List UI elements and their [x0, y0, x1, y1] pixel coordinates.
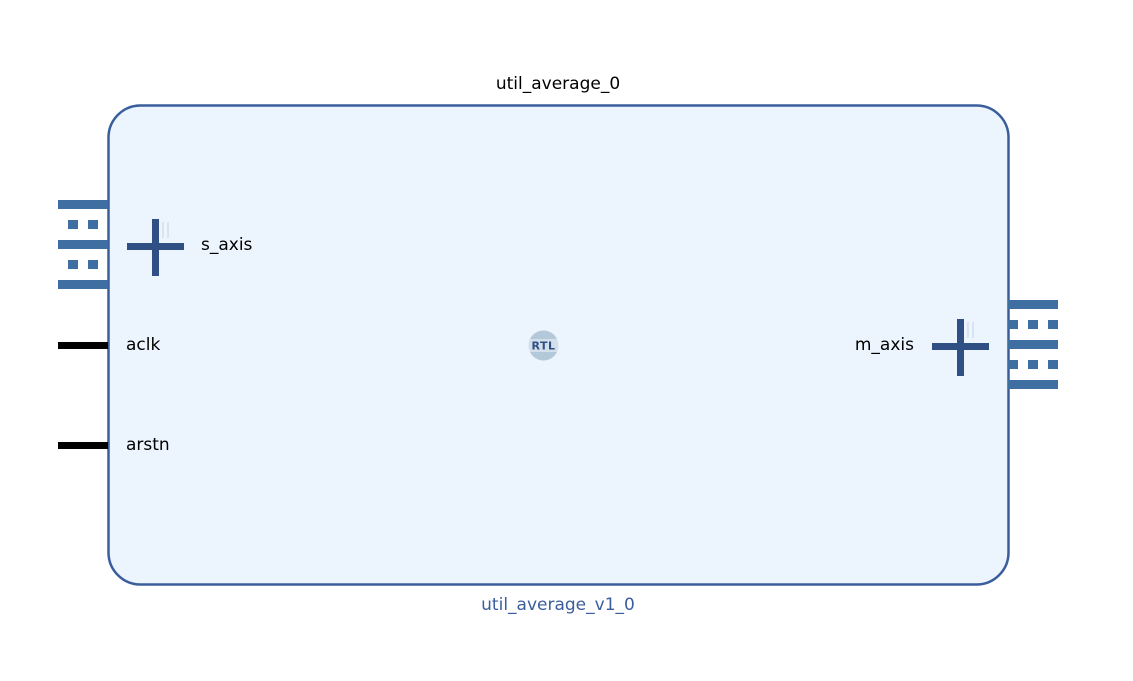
m-axis-bus-icon[interactable] [1008, 300, 1058, 389]
m-axis-port-label: m_axis [854, 335, 914, 355]
aclk-pin[interactable] [58, 342, 108, 349]
ip-name: util_average_v1_0 [481, 595, 635, 615]
rtl-badge-text: RTL [532, 340, 556, 353]
aclk-port-label: aclk [126, 335, 161, 355]
instance-name: util_average_0 [495, 74, 621, 94]
m-axis-expand-icon[interactable] [932, 319, 989, 376]
s-axis-expand-icon[interactable] [127, 219, 184, 276]
s-axis-bus-icon[interactable] [58, 200, 108, 289]
rtl-badge-icon: RTL [528, 330, 559, 361]
arstn-port-label: arstn [126, 435, 170, 455]
arstn-pin[interactable] [58, 442, 108, 449]
s-axis-port-label: s_axis [201, 235, 253, 255]
